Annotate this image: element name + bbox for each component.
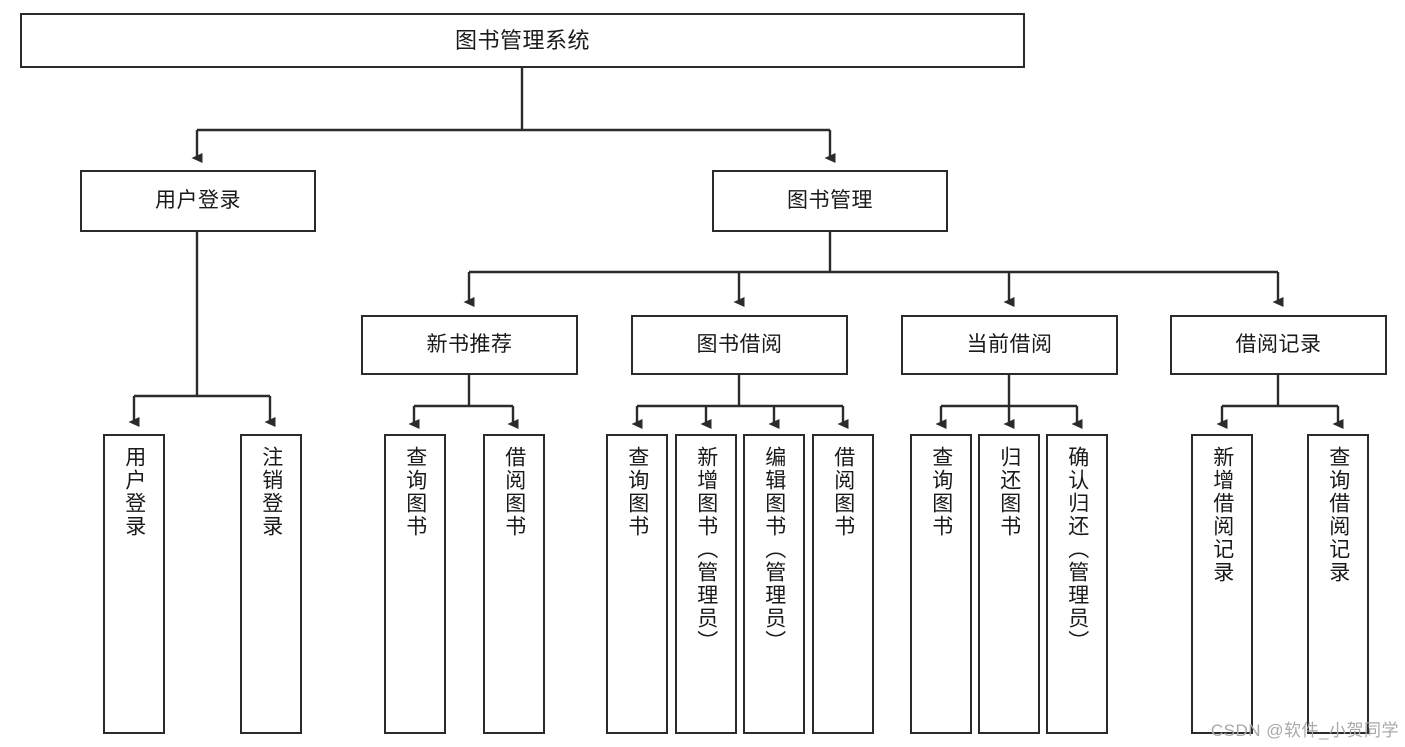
node-root-book-management-system[interactable]: 图书管理系统: [20, 13, 1025, 68]
node-label: 查询图书: [625, 446, 649, 538]
node-new-book-recommend[interactable]: 新书推荐: [361, 315, 578, 375]
leaf-new-book-query-book[interactable]: 查询图书: [384, 434, 446, 734]
node-label: 图书管理系统: [454, 27, 590, 53]
node-label: 新书推荐: [426, 332, 513, 356]
node-label: 新增图书（管理员）: [694, 446, 718, 653]
leaf-current-borrow-return-book[interactable]: 归还图书: [978, 434, 1040, 734]
leaf-book-borrow-query-book[interactable]: 查询图书: [606, 434, 668, 734]
leaf-user-login-signin[interactable]: 用户登录: [103, 434, 165, 734]
node-label: 注销登录: [259, 446, 283, 538]
node-book-borrow[interactable]: 图书借阅: [631, 315, 848, 375]
leaf-user-login-signout[interactable]: 注销登录: [240, 434, 302, 734]
node-label: 用户登录: [122, 446, 146, 538]
leaf-borrow-record-query-record[interactable]: 查询借阅记录: [1307, 434, 1369, 734]
watermark-text: CSDN @软件_小贺同学: [1210, 721, 1399, 740]
leaf-borrow-record-add-record[interactable]: 新增借阅记录: [1191, 434, 1253, 734]
leaf-book-borrow-borrow-book[interactable]: 借阅图书: [812, 434, 874, 734]
leaf-book-borrow-edit-book-admin[interactable]: 编辑图书（管理员）: [743, 434, 805, 734]
leaf-new-book-borrow-book[interactable]: 借阅图书: [483, 434, 545, 734]
node-label: 当前借阅: [966, 332, 1053, 356]
node-label: 编辑图书（管理员）: [762, 446, 786, 653]
node-user-login[interactable]: 用户登录: [80, 170, 316, 232]
node-label: 借阅图书: [831, 446, 855, 538]
node-label: 用户登录: [155, 188, 241, 212]
node-label: 图书管理: [787, 188, 873, 212]
node-label: 查询借阅记录: [1326, 446, 1350, 584]
node-borrow-record[interactable]: 借阅记录: [1170, 315, 1387, 375]
node-label: 归还图书: [997, 446, 1021, 538]
node-label: 确认归还（管理员）: [1065, 446, 1089, 653]
node-label: 查询图书: [403, 446, 427, 538]
leaf-current-borrow-confirm-return-admin[interactable]: 确认归还（管理员）: [1046, 434, 1108, 734]
node-label: 查询图书: [929, 446, 953, 538]
leaf-current-borrow-query-book[interactable]: 查询图书: [910, 434, 972, 734]
node-book-management[interactable]: 图书管理: [712, 170, 948, 232]
leaf-book-borrow-add-book-admin[interactable]: 新增图书（管理员）: [675, 434, 737, 734]
node-label: 新增借阅记录: [1210, 446, 1234, 584]
node-current-borrow[interactable]: 当前借阅: [901, 315, 1118, 375]
node-label: 图书借阅: [696, 332, 783, 356]
node-label: 借阅记录: [1235, 332, 1322, 356]
node-label: 借阅图书: [502, 446, 526, 538]
